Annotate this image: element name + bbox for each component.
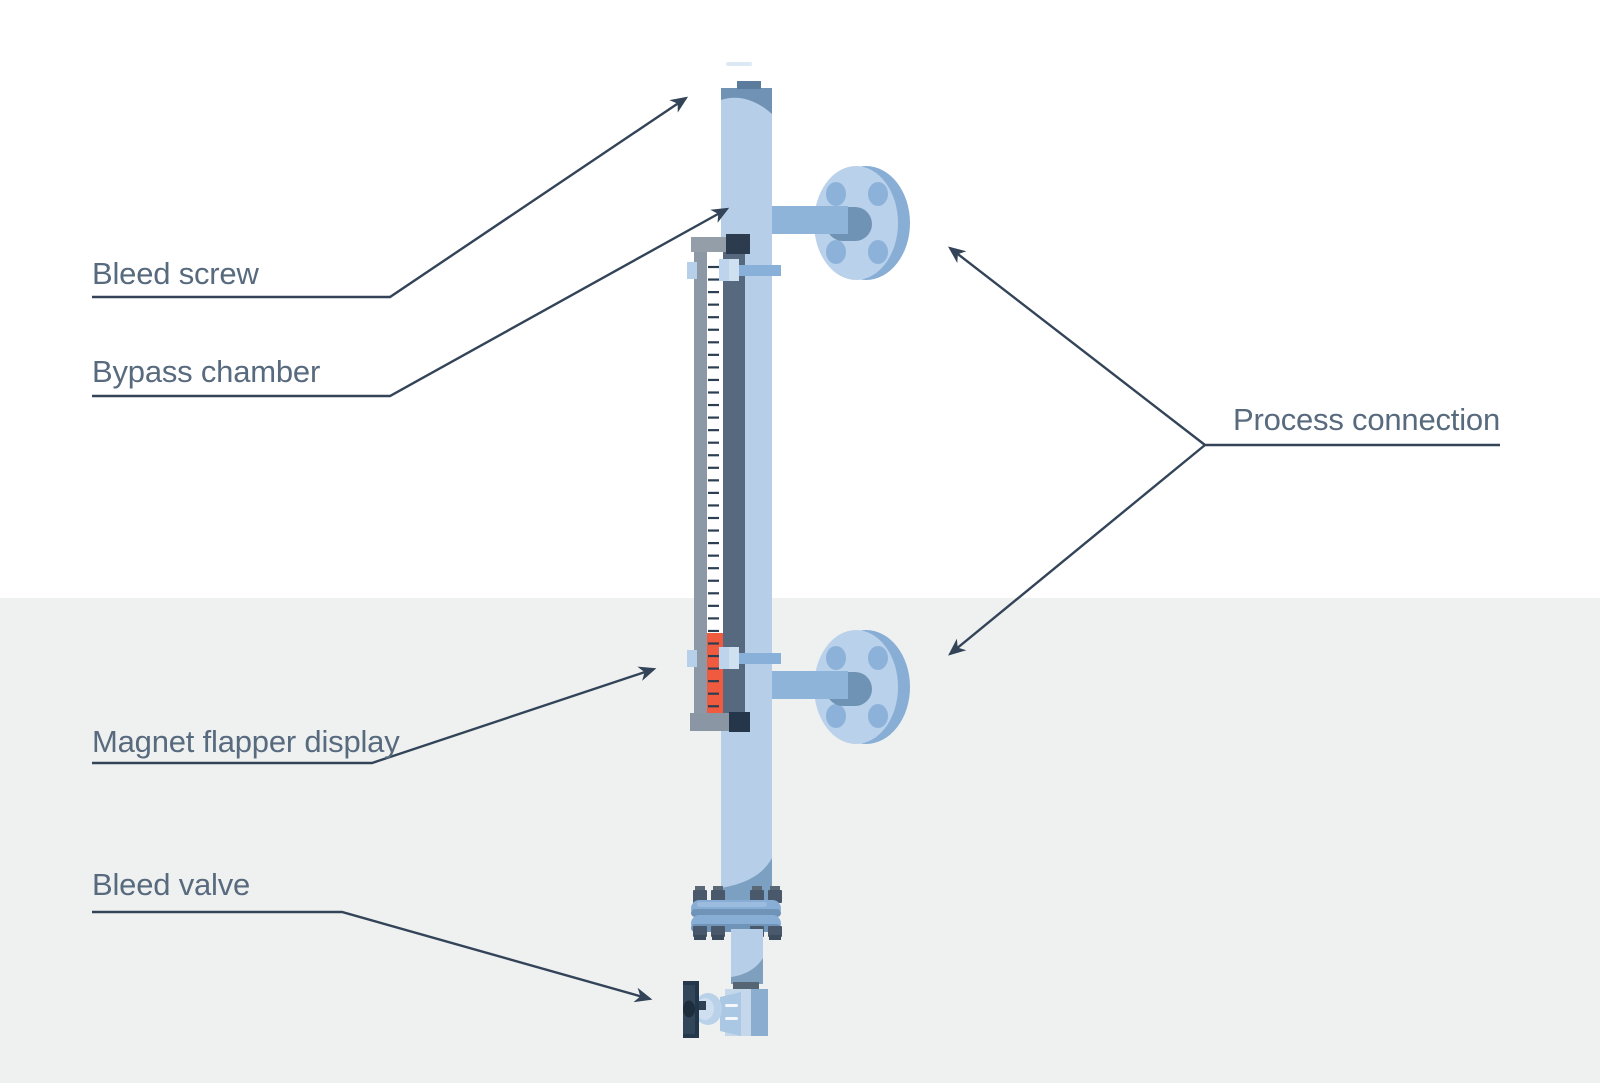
- scale-tick-marks: [708, 265, 719, 708]
- valve-nozzle-taper: [720, 992, 741, 1036]
- indicator-top-cap: [726, 234, 750, 254]
- lower-pipe: [772, 671, 848, 699]
- valve-handle-top-bevel: [683, 981, 699, 985]
- valve-body-side: [751, 989, 768, 1036]
- label-magnet-flapper-display: Magnet flapper display: [92, 724, 400, 759]
- clamp-tab: [687, 262, 697, 279]
- lower-flange-bolt-hole: [826, 704, 846, 728]
- leader-bleed-screw: [92, 96, 689, 299]
- valve-handle-edge: [695, 981, 699, 1038]
- lower-flange-bolt-hole: [868, 704, 888, 728]
- indicator-bottom-cap: [729, 712, 750, 732]
- joint-bolts-top: [693, 886, 782, 903]
- indicator-slate-strip: [723, 249, 745, 713]
- valve-handle-knob: [683, 1000, 695, 1018]
- process-connection-upper: [772, 166, 910, 280]
- indicator-bottom-bar: [690, 713, 729, 731]
- leader-bypass-chamber: [92, 207, 730, 398]
- clamp-band: [739, 653, 781, 664]
- chamber-top-shade: [721, 88, 772, 114]
- indicator-clamp-upper: [687, 259, 781, 281]
- upper-flange-bolt-hole: [868, 182, 888, 206]
- background-upper: [0, 0, 1600, 598]
- leader-bleed-valve: [92, 910, 653, 1003]
- valve-nozzle-groove: [725, 1004, 738, 1007]
- indicator-clamp-lower: [687, 647, 781, 669]
- process-connection-lower: [772, 630, 910, 744]
- drain-pipe-shade: [731, 958, 763, 984]
- bleed-screw-vent-dash: [726, 62, 752, 66]
- indicator-scale: [707, 249, 723, 633]
- clamp-tab: [687, 650, 697, 667]
- bleed-screw: [726, 62, 761, 89]
- upper-flange-bolt-hole: [826, 182, 846, 206]
- valve-handle-bottom-bevel: [683, 1034, 699, 1038]
- bleed-valve: [683, 981, 768, 1038]
- valve-stem: [696, 1001, 706, 1010]
- lower-flange-bolt-hole: [826, 646, 846, 670]
- drain-pipe-connector: [733, 982, 759, 991]
- clamp-band: [739, 265, 781, 276]
- indicator-top-bar: [691, 237, 729, 252]
- bolted-flange-joint: [691, 886, 782, 940]
- clamp-block-highlight: [729, 647, 739, 669]
- valve-nozzle-groove: [725, 1017, 738, 1020]
- drain-pipe: [731, 929, 763, 991]
- upper-flange-bolt-hole: [826, 240, 846, 264]
- leader-magnet-flapper-display: [92, 666, 657, 765]
- leader-process-connection-lower: [948, 444, 1206, 656]
- flapper-red-zone: [707, 633, 723, 713]
- leader-lines: [92, 96, 1500, 1003]
- joint-gasket-upper-highlight: [697, 902, 767, 907]
- indicator-frame-leg: [694, 251, 707, 713]
- lower-flange-bolt-hole: [868, 646, 888, 670]
- magnet-flapper-indicator: [687, 234, 781, 732]
- upper-flange-bolt-hole: [868, 240, 888, 264]
- label-bleed-screw: Bleed screw: [92, 256, 259, 291]
- label-bleed-valve: Bleed valve: [92, 867, 251, 902]
- clamp-block-highlight: [729, 259, 739, 281]
- bleed-screw-cap: [737, 81, 761, 89]
- label-bypass-chamber: Bypass chamber: [92, 354, 321, 389]
- label-process-connection: Process connection: [1233, 402, 1500, 437]
- upper-pipe: [772, 206, 848, 234]
